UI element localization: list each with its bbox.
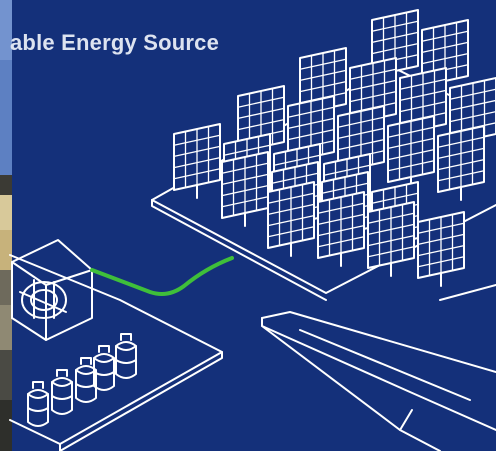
solar-panel	[371, 9, 419, 85]
solar-panel	[367, 201, 415, 277]
solar-panel	[221, 151, 269, 227]
solar-panel	[437, 125, 485, 201]
banner-heading: able Energy Source	[10, 30, 220, 55]
equipment-platform	[9, 254, 223, 451]
battery-bottles	[27, 333, 137, 427]
solar-panel	[387, 115, 435, 191]
photo-strip-image	[0, 0, 12, 451]
power-cable	[90, 256, 234, 296]
solar-panel	[417, 211, 465, 287]
solar-panel	[267, 181, 315, 257]
generator-box	[11, 239, 93, 341]
solar-panel	[287, 95, 335, 171]
solar-panel	[237, 85, 285, 161]
solar-panel	[317, 191, 365, 267]
wind-turbine-blade	[261, 284, 496, 451]
photo-strip	[0, 0, 12, 451]
solar-panel	[173, 123, 221, 199]
solar-panels	[173, 9, 496, 287]
